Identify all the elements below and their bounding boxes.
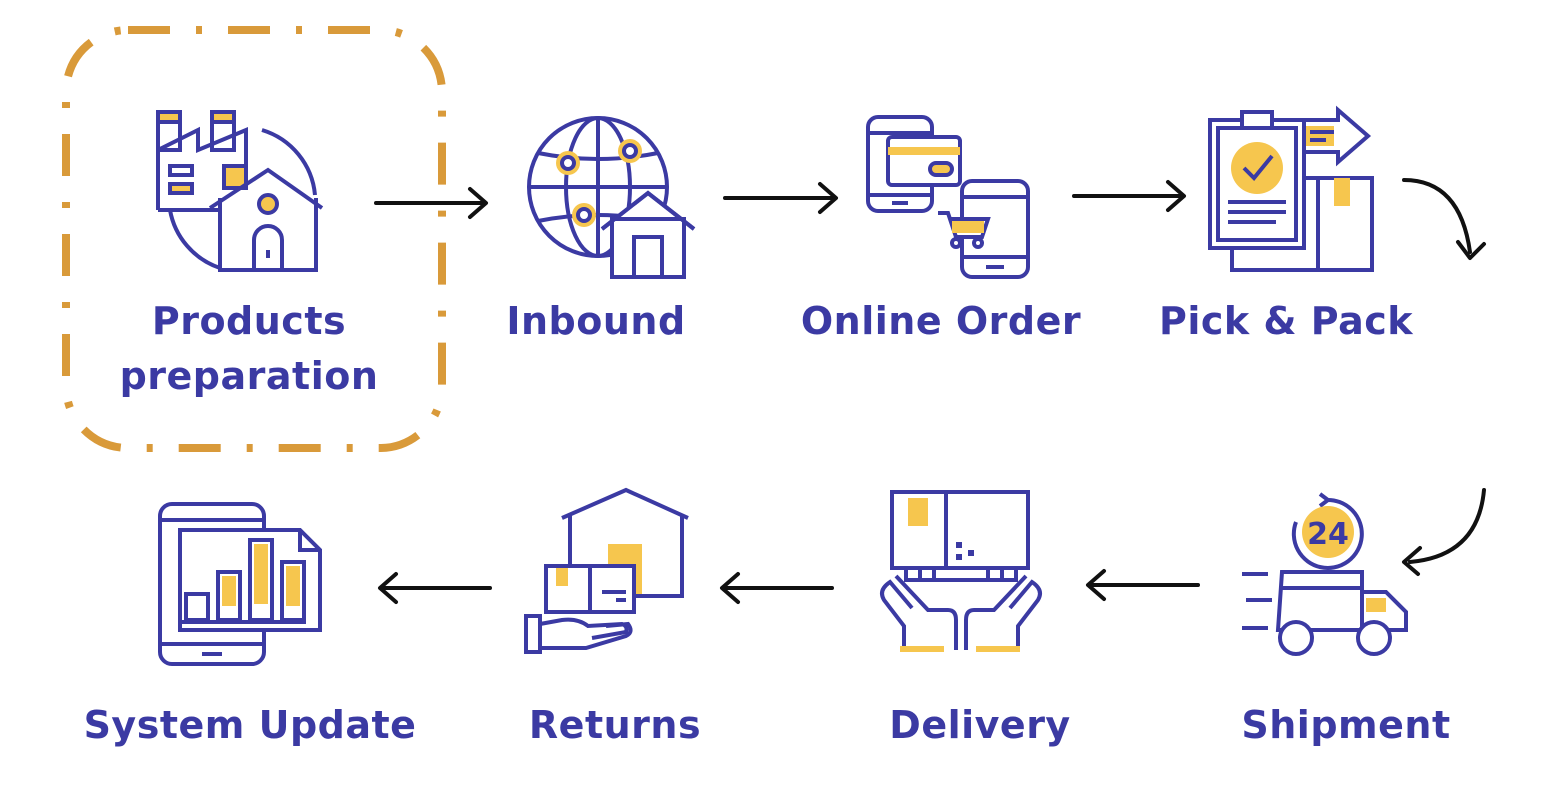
globe-warehouse-icon xyxy=(526,115,696,285)
tablet-chart-icon xyxy=(156,500,326,670)
step-label-pick-pack: Pick & Pack xyxy=(1158,299,1414,343)
step-label-inbound: Inbound xyxy=(506,299,686,343)
mobile-payment-cart-icon xyxy=(864,113,1034,283)
step-label-delivery: Delivery xyxy=(889,703,1071,747)
arrow-right-3 xyxy=(1072,180,1186,212)
delivery-truck-24-icon: 24 xyxy=(1238,488,1418,663)
arrow-left-2 xyxy=(720,572,834,604)
arrow-right-2 xyxy=(723,182,838,214)
hands-box-icon xyxy=(876,490,1046,660)
clipboard-box-icon xyxy=(1206,105,1381,276)
arrow-curve-left xyxy=(1402,488,1486,576)
arrow-left-1 xyxy=(1086,569,1200,601)
step-label-online-order: Online Order xyxy=(800,299,1082,343)
label-line-1: Products xyxy=(151,299,347,343)
label-line-2: preparation xyxy=(119,354,379,398)
svg-text:24: 24 xyxy=(1307,517,1349,552)
step-label-shipment: Shipment xyxy=(1241,703,1451,747)
arrow-right-1 xyxy=(374,187,488,219)
arrow-curve-down xyxy=(1402,178,1486,260)
step-label-returns: Returns xyxy=(528,703,702,747)
step-label-products-preparation: Products preparation xyxy=(94,294,404,404)
return-package-icon xyxy=(522,486,692,661)
factory-icon xyxy=(150,100,330,280)
arrow-left-3 xyxy=(378,572,492,604)
step-label-system-update: System Update xyxy=(83,703,417,747)
